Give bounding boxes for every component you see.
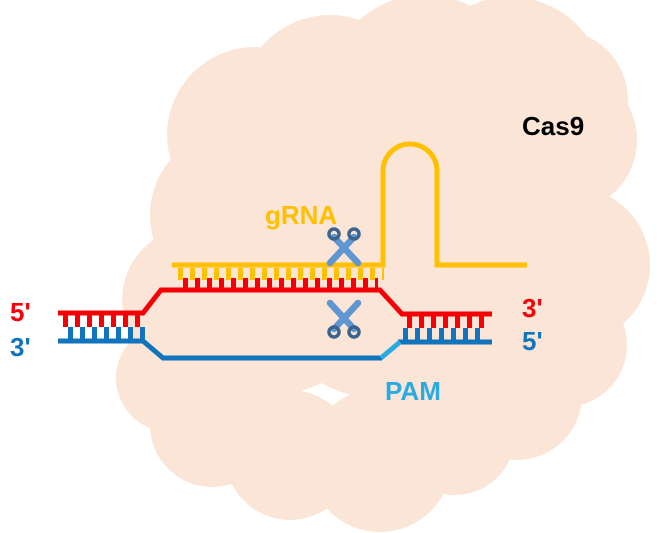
- top-strand-left-end-label: 5': [10, 297, 31, 327]
- dna-bottom-strand: [58, 327, 492, 361]
- dna-bottom-backbone-left: [58, 338, 382, 361]
- cas9-label: Cas9: [522, 111, 584, 141]
- dna-top-strand: [58, 278, 492, 328]
- cas9-protein-blob: [116, 0, 650, 532]
- bottom-strand-right-end-label: 5': [522, 326, 543, 356]
- bottom-strand-left-end-label: 3': [10, 332, 31, 362]
- pam-label: PAM: [385, 376, 441, 406]
- grna-strand: [172, 141, 527, 280]
- top-strand-right-end-label: 3': [522, 293, 543, 323]
- grna-backbone: [172, 141, 527, 268]
- blob-lobe: [230, 30, 470, 270]
- pam-segment: [379, 340, 402, 360]
- grna-label: gRNA: [265, 200, 337, 230]
